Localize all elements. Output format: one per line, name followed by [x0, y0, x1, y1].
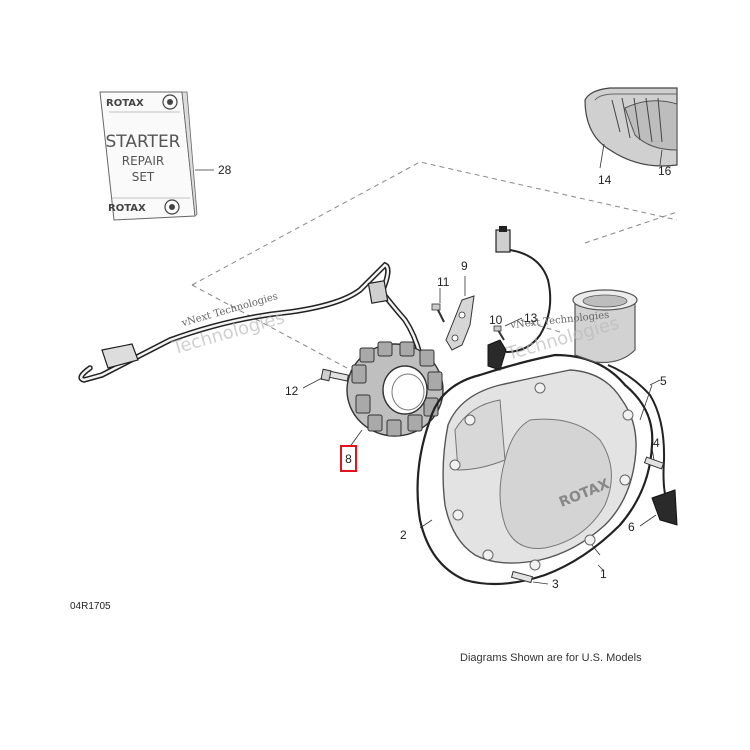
harness-clip — [445, 276, 475, 351]
sensor-bolt — [643, 447, 665, 470]
footer-note: Diagrams Shown are for U.S. Models — [460, 652, 642, 664]
callout-16: 16 — [658, 164, 672, 178]
callout-1: 1 — [600, 567, 607, 581]
crank-position-sensor — [487, 226, 552, 371]
callout-4: 4 — [653, 436, 660, 450]
callout-9: 9 — [461, 259, 468, 273]
kit-line-set: SET — [132, 170, 155, 184]
callout-28: 28 — [218, 163, 232, 177]
stator-harness — [78, 261, 423, 383]
callout-10: 10 — [489, 313, 503, 327]
stator-bolt — [302, 368, 349, 389]
callout-11: 11 — [437, 275, 450, 289]
callout-3: 3 — [552, 577, 559, 591]
callout-2: 2 — [400, 528, 407, 542]
diagram-code: 04R1705 — [70, 601, 111, 612]
sensor-screw — [493, 325, 505, 341]
kit-brand-top: ROTAX — [106, 98, 144, 109]
callout-12: 12 — [285, 384, 299, 398]
kit-line-repair: REPAIR — [122, 154, 164, 168]
assembly-outline — [191, 161, 678, 376]
cover-gasket — [416, 353, 654, 586]
kit-line-starter: STARTER — [106, 132, 181, 152]
callout-8[interactable]: 8 — [345, 452, 352, 466]
sensor-wire — [607, 364, 669, 506]
starter-repair-kit: ROTAX STARTER REPAIR SET ROTAX — [99, 91, 214, 221]
kit-brand-bottom: ROTAX — [108, 203, 146, 214]
ignition-cover: ROTAX — [442, 289, 638, 571]
cover-bolt — [510, 570, 549, 585]
brand-logo-icon — [164, 199, 180, 215]
callout-14: 14 — [598, 173, 612, 187]
brand-logo-icon — [162, 94, 178, 110]
callout-5: 5 — [660, 374, 667, 388]
callout-13: 13 — [524, 311, 538, 325]
callout-8-highlight[interactable]: 8 — [340, 445, 357, 472]
callout-labels: 1 2 3 4 5 6 9 10 11 12 13 14 16 28 — [218, 163, 672, 591]
callout-6: 6 — [628, 520, 635, 534]
flywheel — [584, 87, 678, 169]
stator — [346, 341, 444, 437]
clip-screw — [431, 288, 445, 323]
speed-sensor — [639, 489, 678, 527]
